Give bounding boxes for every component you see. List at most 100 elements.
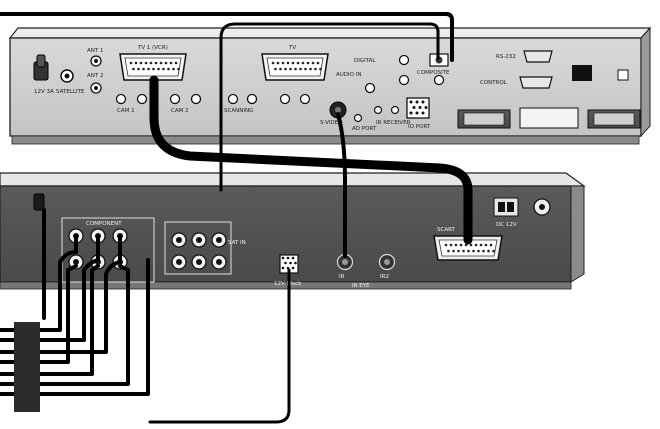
connector-pin (492, 249, 495, 253)
connector-pin (286, 61, 290, 65)
bottom-connector-strip (457, 107, 641, 129)
connector-pin (474, 243, 478, 247)
ir-jack[interactable] (373, 105, 383, 115)
scart-vcr-label: TV 1 (VCR) (137, 45, 168, 51)
rca-jack[interactable] (136, 93, 148, 105)
rca-jack[interactable] (433, 74, 445, 86)
connector-pin (154, 61, 158, 65)
connector-pin (489, 243, 493, 247)
scart-tv-pins (271, 61, 322, 71)
ir-jack-2[interactable] (378, 253, 396, 271)
connector-pin (172, 67, 175, 71)
connector-pin (271, 61, 275, 65)
connector-pin (167, 67, 170, 71)
ant1-label: ANT 1 (87, 48, 103, 54)
scart-tv-port[interactable] (261, 53, 329, 81)
connector-pin (452, 249, 455, 253)
ant1-connector[interactable] (90, 55, 102, 67)
rs232-port[interactable] (523, 50, 553, 63)
connector-pin (291, 256, 295, 260)
connector-pin (289, 67, 292, 71)
connector-pin (421, 100, 425, 104)
scart-cable (149, 75, 473, 245)
ir-receiver-label: IR RECEIVER (376, 120, 411, 126)
connector-pin (409, 111, 413, 115)
rca-jack-center (176, 259, 182, 265)
rca-jack[interactable] (299, 93, 311, 105)
rca-jack-center (196, 237, 202, 243)
audio-out-rca-group (115, 93, 258, 105)
rca-jack[interactable] (115, 93, 127, 105)
ad-port-label: AD PORT (352, 126, 377, 132)
sat-in-connector[interactable] (533, 198, 551, 216)
connector-pin (301, 61, 305, 65)
rf-connector[interactable] (60, 69, 74, 83)
connector-pin (291, 266, 295, 270)
connector-pin (174, 61, 178, 65)
ir1-label: IR (339, 274, 345, 280)
ant2-label: ANT 2 (87, 73, 103, 79)
connector-pin (144, 61, 148, 65)
connector-pin (147, 67, 150, 71)
digital-label: DIGITAL (354, 58, 376, 64)
s-video-label: S-VIDEO (320, 120, 343, 126)
receiver-unit: COMPONENT SAT IN 12V Block IR IR2 IR EYE… (0, 172, 586, 290)
rca-jack[interactable] (398, 54, 410, 66)
connector-pin (169, 61, 173, 65)
dc-12v-connector[interactable] (279, 254, 299, 274)
rca-jack[interactable] (279, 93, 291, 105)
power-cable (148, 268, 291, 424)
connector-pin (314, 67, 317, 71)
scanning-label: SCANNING (224, 108, 253, 114)
sat-in-label: SAT IN (228, 240, 246, 246)
connector-pin (484, 243, 488, 247)
ir-jack[interactable] (353, 113, 363, 123)
connector-pin (284, 261, 287, 265)
connector-pin (274, 67, 277, 71)
connector-pin (294, 67, 297, 71)
rca-jack[interactable] (227, 93, 239, 105)
connector-pin (299, 67, 302, 71)
top-unit: 12V 3A SATELLITE ANT 1 ANT 2 TV 1 (VCR) (8, 26, 652, 145)
receiver-scart-pins (444, 243, 495, 253)
connector-pin (421, 111, 425, 115)
cam1-label: CAM 1 (117, 108, 135, 114)
connector-pin (157, 67, 160, 71)
connector-pin (142, 67, 145, 71)
aux-rca-group (279, 93, 311, 105)
rca-jack[interactable] (364, 82, 376, 94)
connector-pin (487, 249, 490, 253)
cable-clip (33, 193, 45, 211)
dc-power-jack[interactable] (493, 197, 519, 217)
rca-jack[interactable] (169, 93, 181, 105)
connector-pin (412, 106, 416, 109)
power-switch[interactable] (33, 54, 49, 81)
connector-pin (454, 243, 458, 247)
rca-jack[interactable] (398, 74, 410, 86)
receiver-scart-label: SCART (437, 227, 456, 233)
connector-pin (479, 243, 483, 247)
connector-pin (472, 249, 475, 253)
ir-group-label: IR EYE (352, 283, 370, 289)
connector-pin (415, 100, 419, 104)
connector-pin (306, 61, 310, 65)
connector-pin (139, 61, 143, 65)
rca-jack-center (176, 237, 182, 243)
connector-pin (152, 67, 155, 71)
connector-pin (462, 249, 465, 253)
rca-jack-center (216, 259, 222, 265)
control-port[interactable] (519, 76, 553, 89)
connector-pin (459, 243, 463, 247)
ant2-connector[interactable] (90, 82, 102, 94)
connector-pin (467, 249, 470, 253)
connector-pin (162, 67, 165, 71)
connector-pin (137, 67, 140, 71)
dc-power-block[interactable] (572, 65, 629, 81)
rca-jack[interactable] (246, 93, 258, 105)
connector-pin (134, 61, 138, 65)
power-8pin-connector[interactable] (406, 97, 430, 119)
ir-jack[interactable] (390, 105, 400, 115)
rca-jack[interactable] (190, 93, 202, 105)
